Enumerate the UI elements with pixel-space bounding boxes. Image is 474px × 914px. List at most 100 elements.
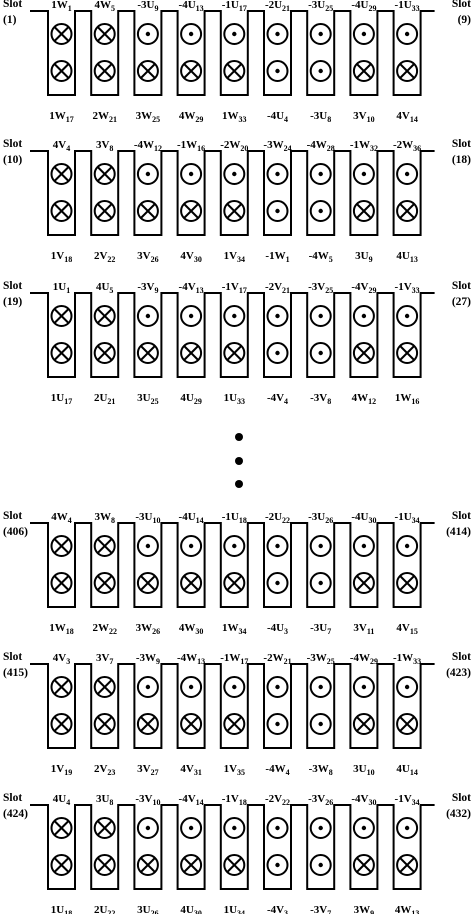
slot-number-left-value: (406): [3, 526, 28, 538]
top-coil-label: -1U33: [395, 0, 420, 13]
slot-number-left-value: (19): [3, 296, 22, 308]
bottom-coil-label: 3W9: [354, 904, 375, 914]
top-coil-label: -3V10: [135, 793, 160, 807]
lower-conductor-symbol: [180, 854, 203, 876]
slot-row: Slot(424)Slot(432)4U41U183U82U22-3V103U2…: [3, 792, 471, 914]
upper-conductor-symbol: [180, 305, 203, 327]
bottom-coil-label: 4U13: [396, 250, 417, 264]
upper-conductor-symbol: [309, 535, 332, 557]
slot-row: Slot(415)Slot(423)4V31V193V72V23-3W93V27…: [3, 651, 471, 777]
slot-number-left: Slot: [3, 792, 22, 804]
continuation-dots: [235, 433, 243, 488]
top-coil-label: -3U10: [135, 511, 160, 525]
bottom-coil-label: 3U26: [137, 904, 158, 914]
upper-conductor-symbol: [396, 305, 419, 327]
top-coil-label: -1W17: [220, 652, 248, 666]
top-coil-label: 4W5: [94, 0, 115, 13]
upper-conductor-symbol: [309, 676, 332, 698]
bottom-coil-label: 4V30: [180, 250, 201, 264]
lower-conductor-symbol: [352, 854, 375, 876]
lower-conductor-symbol: [50, 60, 73, 82]
upper-conductor-symbol: [136, 817, 159, 839]
bottom-coil-label: 4V14: [396, 110, 417, 124]
lower-conductor-symbol: [266, 342, 289, 364]
upper-conductor-symbol: [136, 305, 159, 327]
slot-outline: [30, 10, 435, 96]
top-coil-label: 3U8: [96, 793, 113, 807]
top-coil-label: -3U25: [308, 0, 333, 13]
upper-conductor-symbol: [309, 23, 332, 45]
slot-number-left-value: (1): [3, 14, 17, 26]
top-coil-label: -1U17: [222, 0, 247, 13]
slot-number-left-value: (415): [3, 667, 28, 679]
bottom-coil-label: 2W22: [92, 622, 117, 636]
lower-conductor-symbol: [180, 200, 203, 222]
lower-conductor-symbol: [396, 572, 419, 594]
lower-conductor-symbol: [396, 200, 419, 222]
upper-conductor-symbol: [266, 163, 289, 185]
top-coil-label: -1U34: [395, 511, 420, 525]
upper-conductor-symbol: [136, 676, 159, 698]
lower-conductor-symbol: [93, 854, 116, 876]
lower-conductor-symbol: [309, 854, 332, 876]
top-coil-label: -4U14: [179, 511, 204, 525]
lower-conductor-symbol: [180, 342, 203, 364]
upper-conductor-symbol: [93, 163, 116, 185]
top-coil-label: 1W1: [51, 0, 72, 13]
slot-number-left: Slot: [3, 138, 22, 150]
top-coil-label: 4V3: [53, 652, 70, 666]
lower-conductor-symbol: [136, 572, 159, 594]
top-coil-label: -1U18: [222, 511, 247, 525]
ellipsis-dot: [235, 457, 243, 465]
upper-conductor-symbol: [352, 23, 375, 45]
upper-conductor-symbol: [396, 163, 419, 185]
bottom-coil-label: 2W21: [92, 110, 117, 124]
upper-conductor-symbol: [352, 305, 375, 327]
top-coil-label: -1V18: [222, 793, 247, 807]
bottom-coil-label: -3U7: [310, 622, 331, 636]
top-coil-label: 4U5: [96, 281, 113, 295]
top-coil-label: -2U22: [265, 511, 290, 525]
bottom-coil-label: -4V4: [267, 392, 288, 406]
lower-conductor-symbol: [309, 342, 332, 364]
lower-conductor-symbol: [50, 854, 73, 876]
slot-outline: [30, 804, 435, 890]
bottom-coil-label: -3W8: [309, 763, 333, 777]
top-coil-label: -2W36: [393, 139, 421, 153]
lower-conductor-symbol: [50, 572, 73, 594]
upper-conductor-symbol: [93, 535, 116, 557]
top-coil-label: -1W32: [350, 139, 378, 153]
top-coil-label: -4W13: [177, 652, 205, 666]
top-coil-label: -3U9: [137, 0, 158, 13]
bottom-coil-label: 1V18: [51, 250, 72, 264]
bottom-coil-label: 3V10: [353, 110, 374, 124]
upper-conductor-symbol: [93, 817, 116, 839]
bottom-coil-label: 2V22: [94, 250, 115, 264]
slot-outline: [30, 522, 435, 608]
upper-conductor-symbol: [352, 163, 375, 185]
upper-conductor-symbol: [136, 23, 159, 45]
upper-conductor-symbol: [266, 23, 289, 45]
bottom-coil-label: 3W25: [136, 110, 161, 124]
bottom-coil-label: -4U3: [267, 622, 288, 636]
lower-conductor-symbol: [136, 342, 159, 364]
lower-conductor-symbol: [93, 200, 116, 222]
upper-conductor-symbol: [50, 817, 73, 839]
bottom-coil-label: -1W1: [265, 250, 289, 264]
bottom-coil-label: 4W30: [179, 622, 204, 636]
top-coil-label: -4V14: [179, 793, 204, 807]
top-coil-label: -3U26: [308, 511, 333, 525]
lower-conductor-symbol: [309, 572, 332, 594]
bottom-coil-label: 1U17: [51, 392, 72, 406]
bottom-coil-label: 4W29: [179, 110, 204, 124]
top-coil-label: 1U1: [53, 281, 70, 295]
bottom-coil-label: 4V31: [180, 763, 201, 777]
lower-conductor-symbol: [93, 60, 116, 82]
lower-conductor-symbol: [266, 200, 289, 222]
lower-conductor-symbol: [50, 342, 73, 364]
bottom-coil-label: 4W12: [352, 392, 377, 406]
slot-number-right: Slot: [452, 0, 471, 10]
upper-conductor-symbol: [396, 676, 419, 698]
bottom-coil-label: 1W17: [49, 110, 74, 124]
lower-conductor-symbol: [136, 854, 159, 876]
